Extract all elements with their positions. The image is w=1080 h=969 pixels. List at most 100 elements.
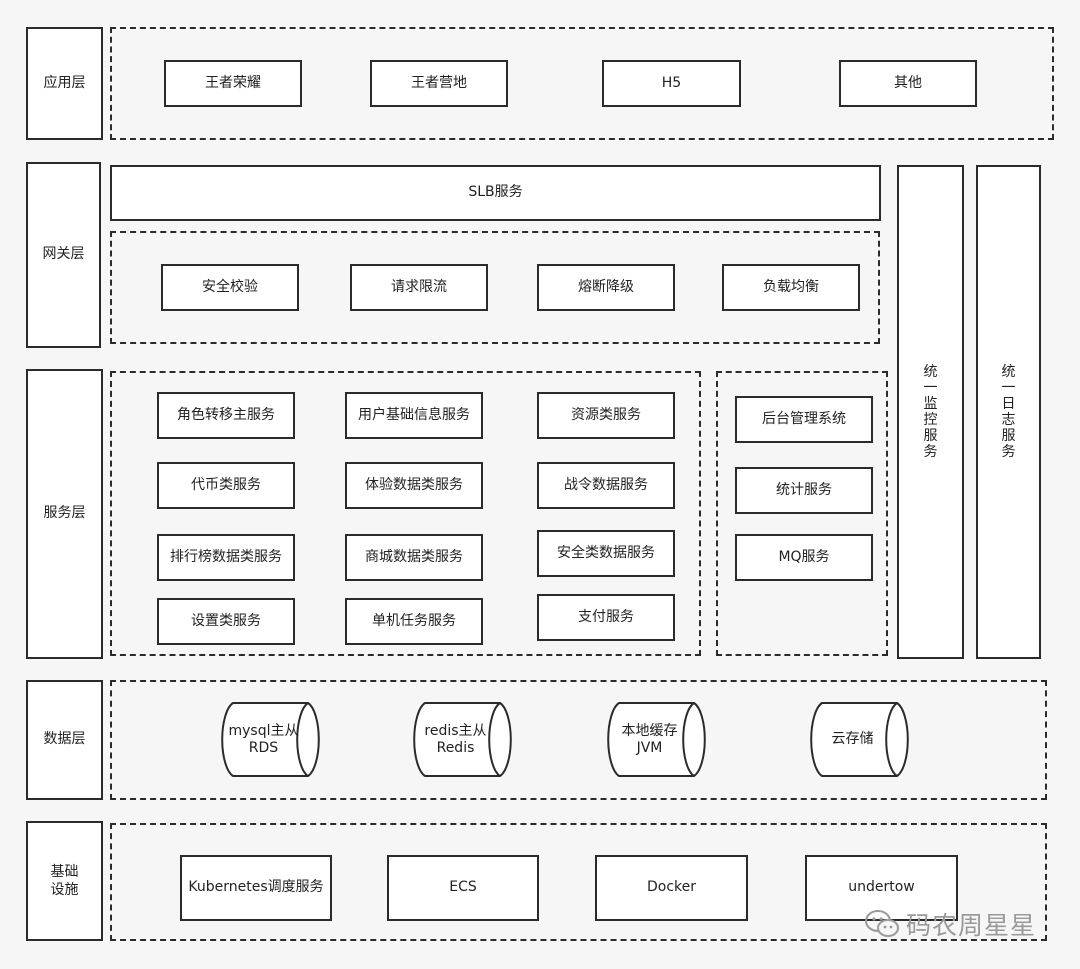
layer-label-infra: 基础 设施: [26, 821, 103, 941]
datastore-redis-cylinder: redis主从 Redis: [409, 701, 516, 778]
service-item-label: 安全类数据服务: [557, 544, 655, 561]
datastore-label-primary: 本地缓存: [621, 722, 678, 739]
slb-service: SLB服务: [110, 165, 881, 221]
infra-item-undertow: undertow: [805, 855, 958, 921]
service-item-label: 战令数据服务: [564, 476, 648, 493]
app-item-other: 其他: [839, 60, 977, 107]
infra-item-label: Kubernetes调度服务: [188, 879, 324, 896]
logging-char: 服: [1001, 428, 1016, 445]
monitor-char: 一: [923, 379, 938, 396]
gateway-item-label: 熔断降级: [578, 278, 634, 295]
infra-item-label: Docker: [646, 879, 697, 896]
slb-service-label: SLB服务: [468, 184, 523, 201]
app-item-label: 王者营地: [411, 74, 467, 91]
unified-logging-service: 统 一 日 志 服 务: [976, 165, 1041, 659]
cylinder-shape: [607, 702, 706, 777]
infra-item-kubernetes: Kubernetes调度服务: [180, 855, 332, 921]
watermark-text: 码农周星星: [906, 911, 1037, 940]
app-item-h5: H5: [602, 60, 741, 107]
service-item-label: 排行榜数据类服务: [170, 548, 282, 565]
datastore-local-cache-cylinder: 本地缓存 JVM: [603, 701, 710, 778]
layer-label-service-text: 服务层: [43, 505, 86, 522]
service-item: 资源类服务: [537, 392, 675, 439]
admin-item-mq: MQ服务: [735, 534, 873, 581]
infra-group: [110, 823, 1047, 941]
infra-item-ecs: ECS: [387, 855, 539, 921]
admin-group: [716, 371, 888, 656]
service-item: 商城数据类服务: [345, 534, 483, 581]
service-item-label: 体验数据类服务: [365, 476, 463, 493]
service-item: 单机任务服务: [345, 598, 483, 645]
layer-label-infra-line: 基础: [50, 863, 79, 880]
service-item: 角色转移主服务: [157, 392, 295, 439]
layer-label-data: 数据层: [26, 680, 103, 800]
gateway-item-label: 负载均衡: [763, 278, 819, 295]
layer-label-gateway: 网关层: [26, 162, 101, 348]
service-item-label: 商城数据类服务: [365, 548, 463, 565]
gateway-item-load-balance: 负载均衡: [722, 264, 860, 311]
admin-item-label: 统计服务: [776, 481, 832, 498]
layer-label-gateway-text: 网关层: [42, 246, 85, 263]
service-item: 支付服务: [537, 594, 675, 641]
gateway-item-security-check: 安全校验: [161, 264, 299, 311]
unified-monitoring-service: 统 一 监 控 服 务: [897, 165, 964, 659]
app-item-honor-of-kings: 王者荣耀: [164, 60, 302, 107]
admin-item-label: MQ服务: [778, 548, 830, 565]
gateway-item-label: 请求限流: [391, 278, 447, 295]
gateway-item-rate-limit: 请求限流: [350, 264, 488, 311]
gateway-item-circuit-breaker: 熔断降级: [537, 264, 675, 311]
monitor-char: 监: [923, 395, 938, 412]
infra-item-label: undertow: [848, 879, 915, 896]
datastore-label-secondary: Redis: [436, 739, 475, 756]
wechat-icon: [865, 910, 899, 937]
service-item: 排行榜数据类服务: [157, 534, 295, 581]
monitor-char: 统: [923, 363, 938, 380]
service-item-label: 用户基础信息服务: [358, 406, 470, 423]
admin-item-backend-management: 后台管理系统: [735, 396, 873, 443]
admin-item-statistics: 统计服务: [735, 467, 873, 514]
monitor-char: 服: [923, 428, 938, 445]
datastore-cloud-storage-cylinder: 云存储: [806, 701, 913, 778]
layer-label-app-text: 应用层: [43, 74, 86, 91]
app-item-camp: 王者营地: [370, 60, 508, 107]
datastore-label-secondary: RDS: [248, 739, 279, 756]
infra-item-label: ECS: [449, 879, 477, 896]
layer-label-data-text: 数据层: [43, 731, 86, 748]
cylinder-shape: [221, 702, 320, 777]
app-layer-group: [110, 27, 1054, 140]
datastore-label-primary: 云存储: [831, 731, 874, 748]
infra-item-docker: Docker: [595, 855, 748, 921]
service-item-label: 资源类服务: [571, 406, 641, 423]
cylinder-shape: [810, 702, 909, 777]
app-item-label: 其他: [894, 74, 922, 91]
service-item: 代币类服务: [157, 462, 295, 509]
cylinder-shape: [413, 702, 512, 777]
logging-char: 志: [1001, 412, 1016, 428]
gateway-group: [110, 231, 880, 344]
service-item-label: 代币类服务: [191, 476, 261, 493]
monitor-char: 控: [923, 412, 938, 428]
data-group: [110, 680, 1047, 800]
layer-label-service: 服务层: [26, 369, 103, 659]
logging-char: 一: [1001, 379, 1016, 396]
service-group: [110, 371, 701, 656]
datastore-mysql-cylinder: mysql主从 RDS: [217, 701, 324, 778]
app-item-label: H5: [661, 74, 682, 91]
service-item: 用户基础信息服务: [345, 392, 483, 439]
logging-char: 统: [1001, 363, 1016, 380]
logging-char: 务: [1001, 444, 1016, 461]
service-item-label: 角色转移主服务: [177, 406, 275, 423]
layer-label-app: 应用层: [26, 27, 103, 140]
service-item: 安全类数据服务: [537, 530, 675, 577]
service-item: 战令数据服务: [537, 462, 675, 509]
logging-char: 日: [1001, 395, 1016, 412]
gateway-item-label: 安全校验: [202, 278, 258, 295]
watermark: 码农周星星: [864, 904, 1054, 944]
service-item: 体验数据类服务: [345, 462, 483, 509]
layer-label-infra-line: 设施: [50, 882, 79, 898]
service-item-label: 支付服务: [578, 608, 634, 625]
app-item-label: 王者荣耀: [205, 74, 261, 91]
datastore-label-primary: mysql主从: [228, 722, 299, 739]
service-item: 设置类服务: [157, 598, 295, 645]
monitor-char: 务: [923, 444, 938, 461]
